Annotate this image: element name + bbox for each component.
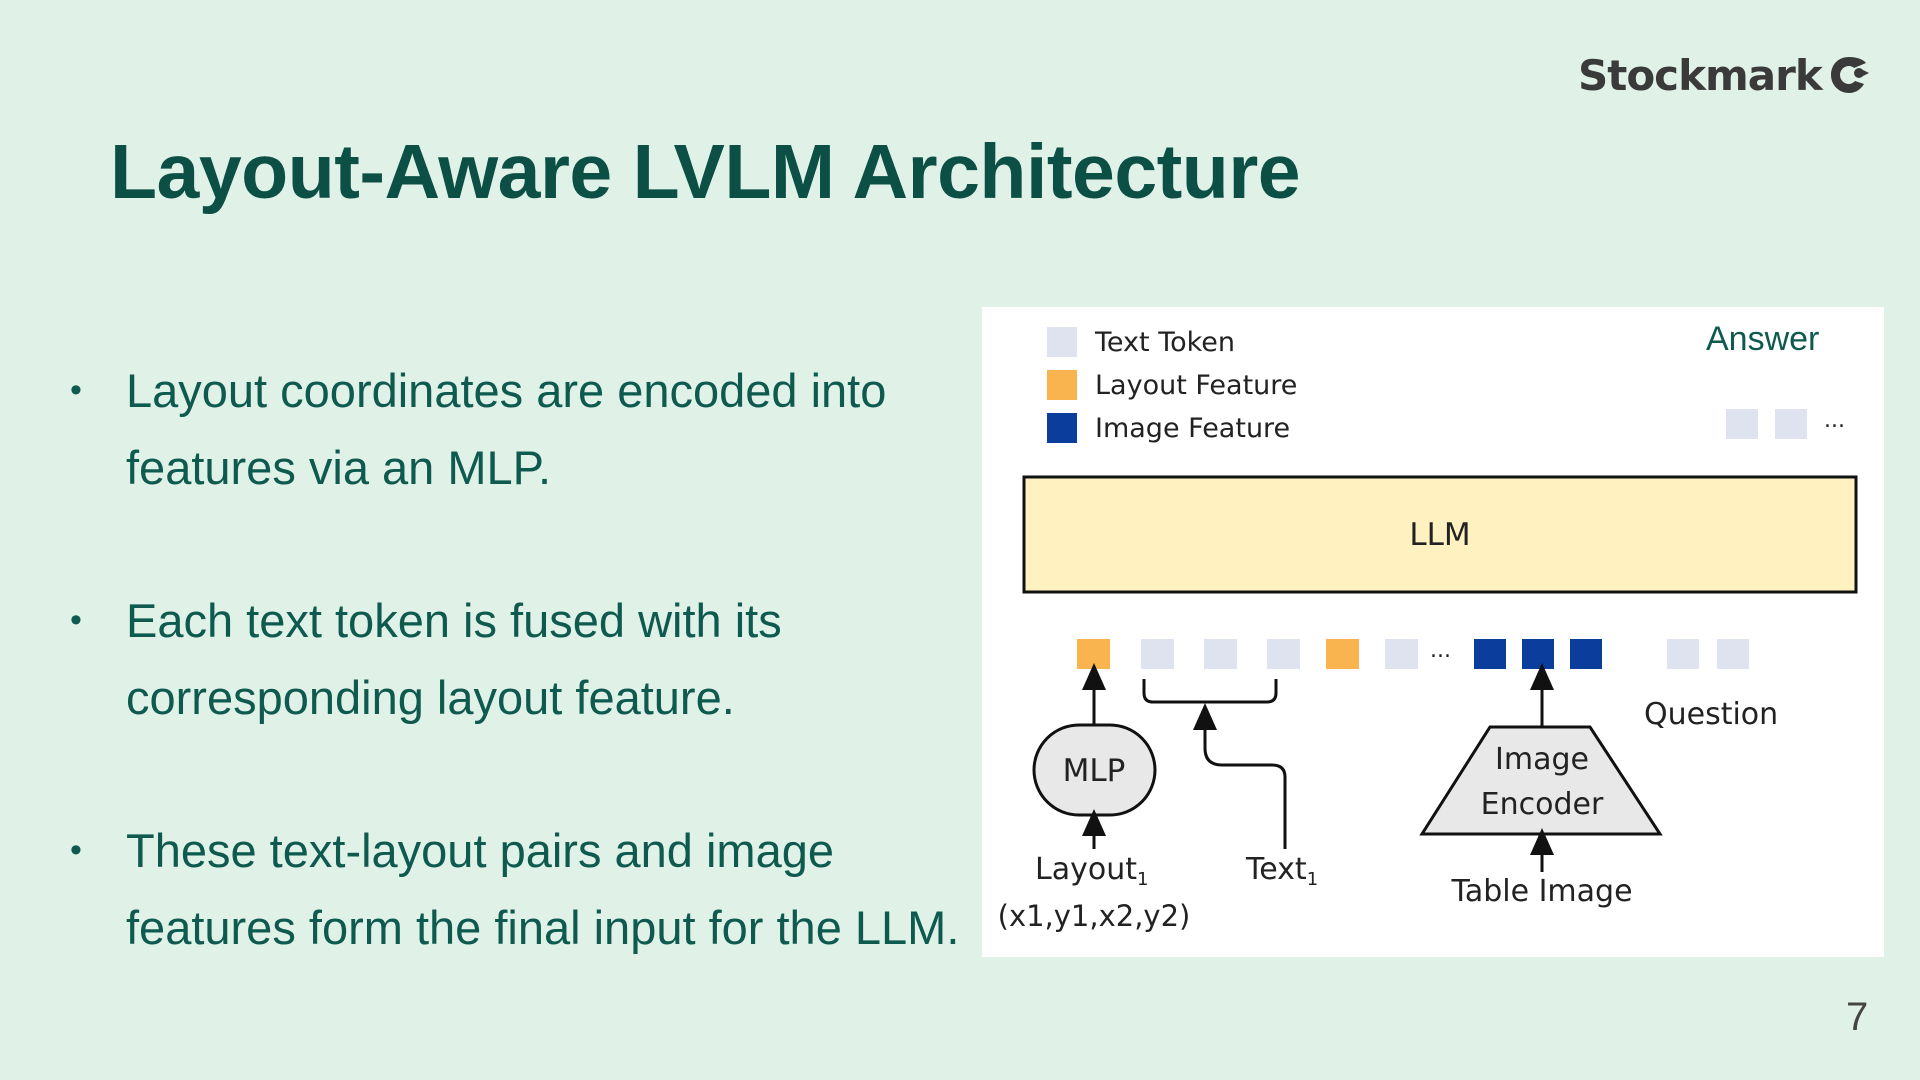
- bullet-item: • Each text token is fused with its corr…: [70, 582, 1046, 736]
- architecture-diagram-svg: Text Token Layout Feature Image Feature …: [998, 320, 1858, 933]
- bullet-line: features form the final input for the LL…: [126, 901, 960, 954]
- bullet-line: corresponding layout feature.: [126, 671, 735, 724]
- question-label: Question: [1644, 697, 1778, 732]
- bullet-dot: •: [70, 371, 82, 409]
- question-token: [1717, 639, 1749, 669]
- bullet-dot: •: [70, 831, 82, 869]
- text-token-bracket: [1142, 679, 1278, 704]
- bullet-dot: •: [70, 601, 82, 639]
- image-feature-token: [1570, 639, 1602, 669]
- brand-name: Stockmark: [1578, 50, 1823, 100]
- layout-feature-token: [1077, 639, 1110, 669]
- text-token: [1385, 639, 1418, 669]
- layout-coords-label: (x1,y1,x2,y2): [998, 899, 1191, 933]
- bullet-line: Layout coordinates are encoded into: [126, 364, 887, 417]
- table-image-label: Table Image: [1450, 874, 1632, 909]
- bullet-line: features via an MLP.: [126, 441, 551, 494]
- legend-swatch-layout: [1047, 370, 1077, 400]
- llm-label: LLM: [1409, 517, 1470, 553]
- text-input-subscript: 1: [1307, 869, 1318, 890]
- bullet-item: • Layout coordinates are encoded into fe…: [70, 352, 1046, 506]
- token-ellipsis: ...: [1430, 638, 1451, 663]
- image-encoder-label-line1: Image: [1495, 742, 1589, 777]
- layout-input-text: Layout: [1035, 852, 1137, 887]
- brand-bird-icon: [1830, 57, 1869, 93]
- legend-label-layout: Layout Feature: [1095, 370, 1297, 401]
- text-token: [1267, 639, 1300, 669]
- answer-token: [1775, 409, 1807, 439]
- legend-swatch-image: [1047, 413, 1077, 443]
- bullet-list: • Layout coordinates are encoded into fe…: [70, 352, 1046, 966]
- layout-feature-token: [1326, 639, 1359, 669]
- answer-label: Answer: [1706, 320, 1819, 358]
- image-encoder-label-line2: Encoder: [1481, 787, 1604, 822]
- bullet-line: These text-layout pairs and image: [126, 824, 834, 877]
- text-token: [1204, 639, 1237, 669]
- layout-input-subscript: 1: [1137, 869, 1148, 890]
- text-input-text: Text: [1245, 852, 1307, 887]
- bullet-line: Each text token is fused with its: [126, 594, 782, 647]
- slide-title: Layout-Aware LVLM Architecture: [110, 129, 1301, 215]
- legend-label-text: Text Token: [1094, 327, 1235, 358]
- legend-swatch-text: [1047, 327, 1077, 357]
- page-number: 7: [1846, 995, 1869, 1039]
- architecture-diagram: Text Token Layout Feature Image Feature …: [982, 307, 1884, 957]
- brand-logo: Stockmark: [1578, 50, 1870, 100]
- image-encoder-block: [1419, 725, 1663, 836]
- legend-label-image: Image Feature: [1095, 413, 1290, 444]
- layout-input-label: Layout1: [1035, 852, 1148, 890]
- text-input-label: Text1: [1245, 852, 1318, 890]
- mlp-label: MLP: [1063, 753, 1126, 789]
- image-feature-token: [1474, 639, 1506, 669]
- text-token: [1141, 639, 1174, 669]
- image-feature-token: [1522, 639, 1554, 669]
- answer-ellipsis: ...: [1824, 408, 1845, 433]
- bullet-item: • These text-layout pairs and image feat…: [70, 812, 1046, 966]
- llm-block: [1022, 475, 1858, 594]
- text-to-token-arrow: [1193, 703, 1287, 849]
- question-token: [1667, 639, 1699, 669]
- answer-token: [1726, 409, 1758, 439]
